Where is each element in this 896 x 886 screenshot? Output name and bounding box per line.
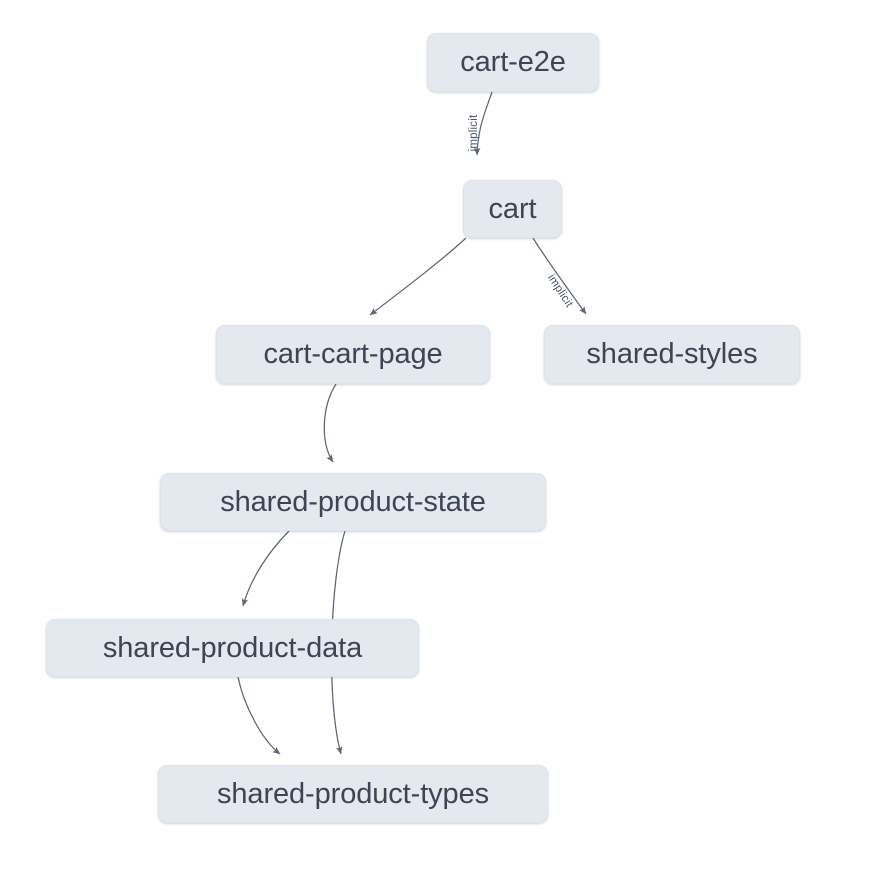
- node-label: shared-product-state: [220, 485, 486, 518]
- edge-cart-to-shared-styles: [532, 237, 587, 315]
- node-cart-cart-page[interactable]: cart-cart-page: [216, 325, 490, 384]
- node-label: shared-styles: [586, 338, 758, 370]
- edge-cart-cart-page-to-shared-product-state: [323, 383, 337, 463]
- edge-shared-product-state-to-shared-product-data: [241, 530, 290, 607]
- node-label: cart-e2e: [460, 46, 566, 78]
- edge-shared-product-data-to-shared-product-types: [237, 676, 281, 755]
- node-shared-product-data[interactable]: shared-product-data: [46, 619, 419, 677]
- node-shared-product-types[interactable]: shared-product-types: [158, 765, 548, 823]
- node-shared-styles[interactable]: shared-styles: [544, 325, 800, 384]
- node-cart-e2e[interactable]: cart-e2e: [427, 33, 599, 92]
- node-label: shared-product-types: [216, 777, 490, 810]
- edge-cart-e2e-to-cart: [474, 91, 493, 156]
- node-label: cart-cart-page: [263, 338, 443, 370]
- node-cart[interactable]: cart: [463, 180, 562, 238]
- edge-label-cart-e2e-to-cart: implicit: [468, 114, 480, 152]
- node-label: shared-product-data: [102, 631, 363, 664]
- node-label: cart: [488, 192, 537, 225]
- edge-cart-to-cart-cart-page: [369, 237, 467, 316]
- node-shared-product-state[interactable]: shared-product-state: [160, 473, 546, 531]
